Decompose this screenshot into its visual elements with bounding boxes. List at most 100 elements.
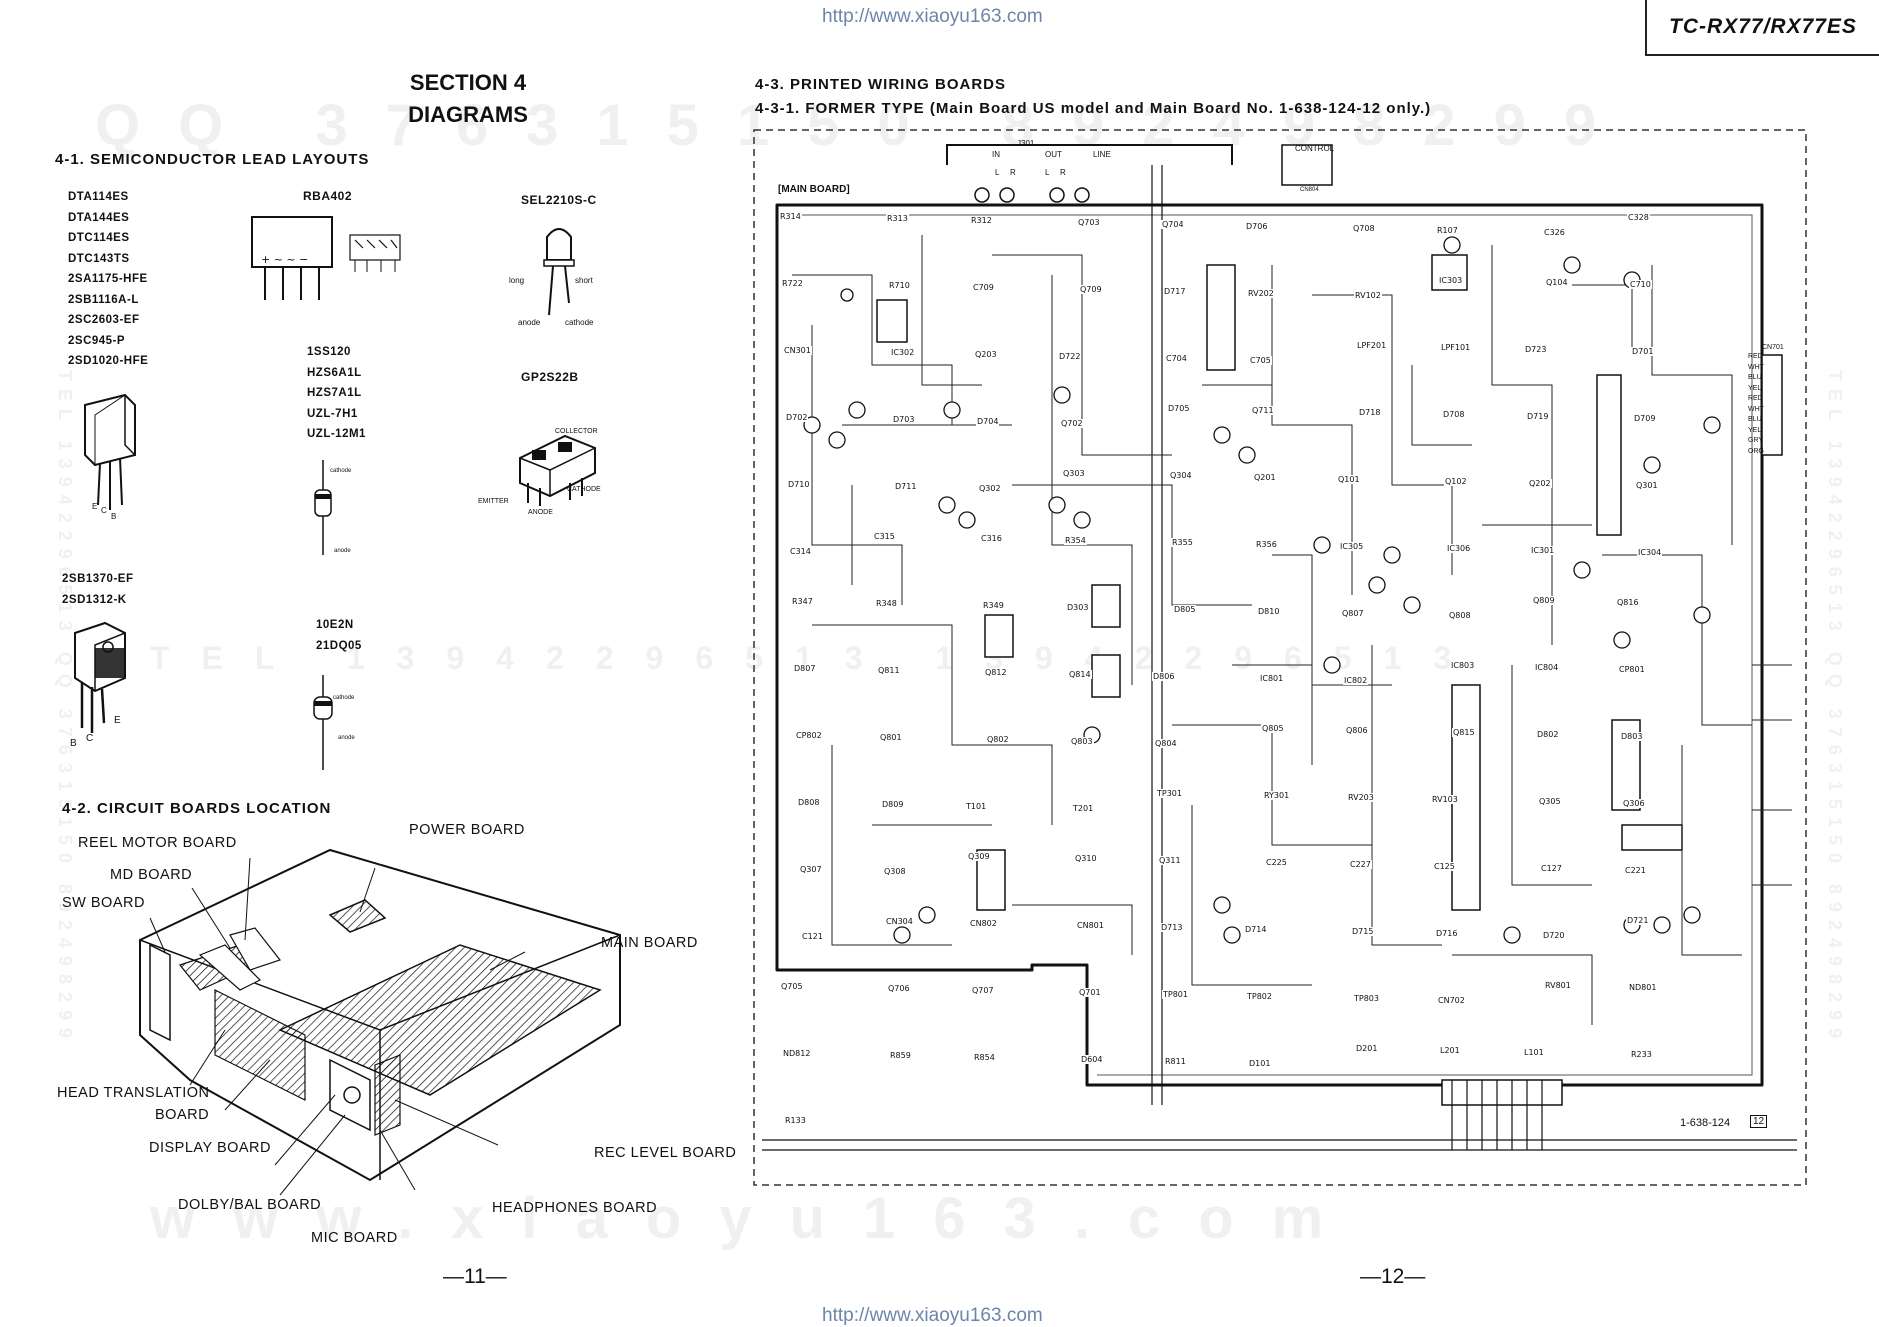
component-ref: Q705 — [780, 982, 804, 991]
label-sw-board: SW BOARD — [62, 895, 145, 911]
jack-lr-4: R — [1060, 168, 1066, 177]
component-ref: R312 — [970, 216, 993, 225]
component-ref: Q307 — [799, 865, 823, 874]
component-ref: Q310 — [1074, 854, 1098, 863]
component-ref: Q811 — [877, 666, 901, 675]
component-ref: IC802 — [1343, 676, 1369, 685]
component-ref: Q814 — [1068, 670, 1092, 679]
component-ref: CN702 — [1437, 996, 1466, 1005]
heading-boards-location: 4-2. CIRCUIT BOARDS LOCATION — [62, 800, 332, 817]
component-ref: R854 — [973, 1053, 996, 1062]
component-ref: C121 — [801, 932, 824, 941]
transistor-item: DTC114ES — [68, 232, 130, 244]
led-short: short — [575, 276, 593, 285]
component-ref: D722 — [1058, 352, 1082, 361]
component-ref: D701 — [1631, 347, 1655, 356]
component-ref: D803 — [1620, 732, 1644, 741]
diode-item: 21DQ05 — [316, 639, 362, 652]
component-ref: Q704 — [1161, 220, 1185, 229]
wire-color: WHT — [1748, 363, 1764, 371]
label-head-translation: HEAD TRANSLATION — [57, 1085, 210, 1101]
component-ref: D714 — [1244, 925, 1268, 934]
pin-label-b: B — [111, 512, 117, 521]
transistor-item: DTA144ES — [68, 211, 130, 224]
jack-lr-1: L — [995, 168, 1000, 177]
component-ref: C705 — [1249, 356, 1272, 365]
jack-lr-3: L — [1045, 168, 1050, 177]
jack-in: IN — [992, 150, 1000, 159]
component-ref: IC306 — [1446, 544, 1472, 553]
component-ref: T201 — [1072, 804, 1095, 813]
component-ref: C704 — [1165, 354, 1188, 363]
component-ref: IC804 — [1534, 663, 1560, 672]
gp2s22b-label: GP2S22B — [521, 370, 579, 384]
power-pin-e: E — [114, 715, 121, 726]
component-ref: D703 — [892, 415, 916, 424]
component-ref: D802 — [1536, 730, 1560, 739]
wire-color: YEL — [1748, 426, 1762, 434]
component-ref: D716 — [1435, 929, 1459, 938]
board-location-drawing — [139, 848, 621, 1196]
component-ref: Q815 — [1452, 728, 1476, 737]
transistor-item: 2SD1020-HFE — [68, 355, 149, 367]
component-ref: TP801 — [1162, 990, 1189, 999]
transistor-item: DTC143TS — [68, 252, 130, 265]
component-ref: D713 — [1160, 923, 1184, 932]
wire-color-list: RED WHT BLU YEL RED WHT BLU YEL GRY ORG — [1748, 352, 1764, 457]
component-ref: RY301 — [1263, 791, 1291, 800]
component-ref: D718 — [1358, 408, 1382, 417]
component-ref: D723 — [1524, 345, 1548, 354]
component-ref: IC305 — [1339, 542, 1365, 551]
label-power-board: POWER BOARD — [409, 822, 525, 838]
component-ref: Q202 — [1528, 479, 1552, 488]
jack-j301: J301 — [1017, 139, 1035, 148]
component-ref: R314 — [779, 212, 802, 221]
wire-color: ORG — [1748, 447, 1764, 455]
component-ref: Q808 — [1448, 611, 1472, 620]
component-ref: ND812 — [782, 1049, 812, 1058]
component-ref: C314 — [789, 547, 812, 556]
component-ref: R354 — [1064, 536, 1087, 545]
component-ref: Q702 — [1060, 419, 1084, 428]
component-ref: Q302 — [978, 484, 1002, 493]
component-ref: R107 — [1436, 226, 1459, 235]
url-top[interactable]: http://www.xiaoyu163.com — [822, 6, 1043, 27]
heading-lead-layouts: 4-1. SEMICONDUCTOR LEAD LAYOUTS — [55, 151, 370, 168]
url-bottom[interactable]: http://www.xiaoyu163.com — [822, 1305, 1043, 1326]
component-ref: R356 — [1255, 540, 1278, 549]
wire-color: BLU — [1748, 416, 1762, 423]
photo-interrupter-drawing — [519, 434, 596, 506]
heading-printed-wiring: 4-3. PRINTED WIRING BOARDS — [755, 76, 1007, 93]
watermark-bottom: www.xiaoyu163.com — [150, 1186, 1362, 1251]
component-ref: R811 — [1164, 1057, 1187, 1066]
component-ref: CP802 — [795, 731, 823, 740]
watermark-side: TEL 13942296513 QQ 376315150 892498299 — [1825, 370, 1845, 1046]
section-title: DIAGRAMS — [408, 102, 528, 127]
component-ref: TP802 — [1246, 992, 1273, 1001]
component-ref: Q709 — [1079, 285, 1103, 294]
jack-lr-2: R — [1010, 168, 1016, 177]
component-ref: C125 — [1433, 862, 1456, 871]
component-ref: Q308 — [883, 867, 907, 876]
svg-text:+ ~ ~ −: + ~ ~ − — [261, 253, 308, 266]
diode-item: HZS6A1L — [307, 366, 362, 379]
component-ref: IC301 — [1530, 546, 1556, 555]
component-ref: C326 — [1543, 228, 1566, 237]
component-ref: Q706 — [887, 984, 911, 993]
component-ref: CN801 — [1076, 921, 1105, 930]
to92-transistor-drawing — [84, 393, 136, 510]
component-ref: IC801 — [1259, 674, 1285, 683]
component-ref: Q809 — [1532, 596, 1556, 605]
component-ref: IC303 — [1438, 276, 1464, 285]
transistor-item: 2SC2603-EF — [68, 314, 140, 326]
led-cathode: cathode — [565, 318, 594, 327]
component-ref: RV102 — [1354, 291, 1382, 300]
component-ref: Q801 — [879, 733, 903, 742]
diode-list-1: 1SS120 HZS6A1L HZS7A1L UZL-7H1 UZL-12M1 — [307, 342, 366, 445]
cn804-label: CN804 — [1300, 187, 1319, 193]
component-ref: IC302 — [890, 348, 916, 357]
model-number: TC-RX77/RX77ES — [1645, 0, 1879, 56]
label-dolby-bal-board: DOLBY/BAL BOARD — [178, 1197, 322, 1213]
page-number-left: —11— — [443, 1265, 507, 1288]
component-ref: D715 — [1351, 927, 1375, 936]
